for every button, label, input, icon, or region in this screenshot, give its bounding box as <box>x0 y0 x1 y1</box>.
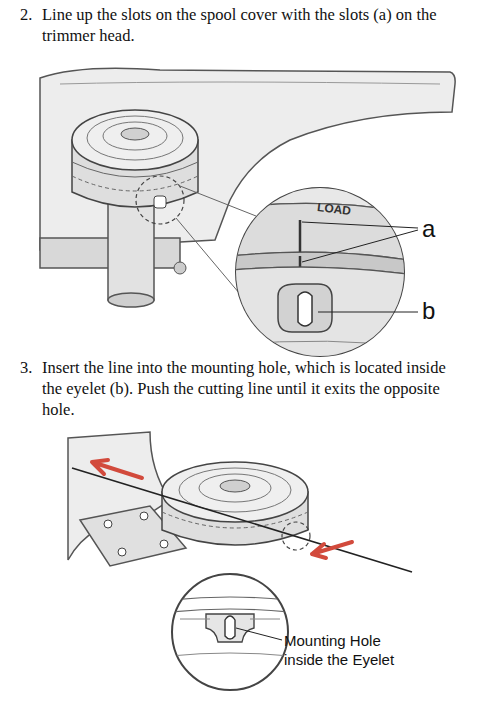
spool-top <box>72 110 198 170</box>
spool-rib <box>162 512 308 528</box>
eyelet <box>154 196 166 208</box>
exit-arrow <box>92 460 142 478</box>
leader-line <box>236 628 282 640</box>
leader-line <box>302 230 418 262</box>
step-text: Insert the line into the mounting hole, … <box>42 357 462 420</box>
eyelet-outer <box>206 614 254 642</box>
callout-letter: b <box>422 296 435 325</box>
zoom-line <box>176 218 245 300</box>
step-text: Line up the slots on the spool cover wit… <box>42 4 462 46</box>
spool-ring <box>103 122 167 150</box>
head-edge <box>230 341 420 348</box>
line-arrow-hint <box>250 619 280 620</box>
eyelet-outer <box>278 284 332 332</box>
housing-bolt <box>174 262 186 274</box>
inset-detail <box>170 597 290 656</box>
spool-center <box>121 128 149 140</box>
spool-center <box>220 480 250 492</box>
spool-rib <box>72 162 198 177</box>
spool-ring <box>87 116 183 160</box>
housing-bottom <box>108 293 154 307</box>
cutting-line <box>72 468 412 572</box>
spool-ring <box>199 474 271 502</box>
plate-bolt <box>118 548 126 556</box>
eyelet-hole <box>225 616 235 639</box>
step-number: 2. <box>20 4 32 25</box>
leader-line <box>318 312 418 313</box>
eyelet-hole <box>298 292 312 326</box>
head-band <box>170 609 290 612</box>
head-band <box>170 597 290 600</box>
callout-label: Mounting Hole inside the Eyelet <box>284 631 424 669</box>
plate-bolt <box>160 540 168 548</box>
plate-bolt <box>140 512 148 520</box>
line-arrow-hint <box>180 619 210 620</box>
head-housing <box>108 200 154 300</box>
slot-line <box>299 220 302 254</box>
step-number: 3. <box>20 357 32 378</box>
callout-letter: a <box>422 214 435 243</box>
insertion-arrow <box>312 542 352 558</box>
spool-top <box>162 462 308 522</box>
trimmer-figure-1 <box>40 68 455 370</box>
trimmer-head-body <box>230 267 420 370</box>
zoom-line <box>180 186 256 216</box>
zoom-marker <box>136 176 184 224</box>
guard-edge <box>60 82 440 84</box>
spool-rib <box>72 176 198 191</box>
inset-detail <box>230 187 420 370</box>
head-edge <box>170 653 290 656</box>
plate-bolt <box>104 520 112 528</box>
inset-circle <box>172 574 288 690</box>
zoom-marker <box>282 522 310 550</box>
trimmer-guard <box>40 68 455 250</box>
leader-line <box>302 222 418 228</box>
